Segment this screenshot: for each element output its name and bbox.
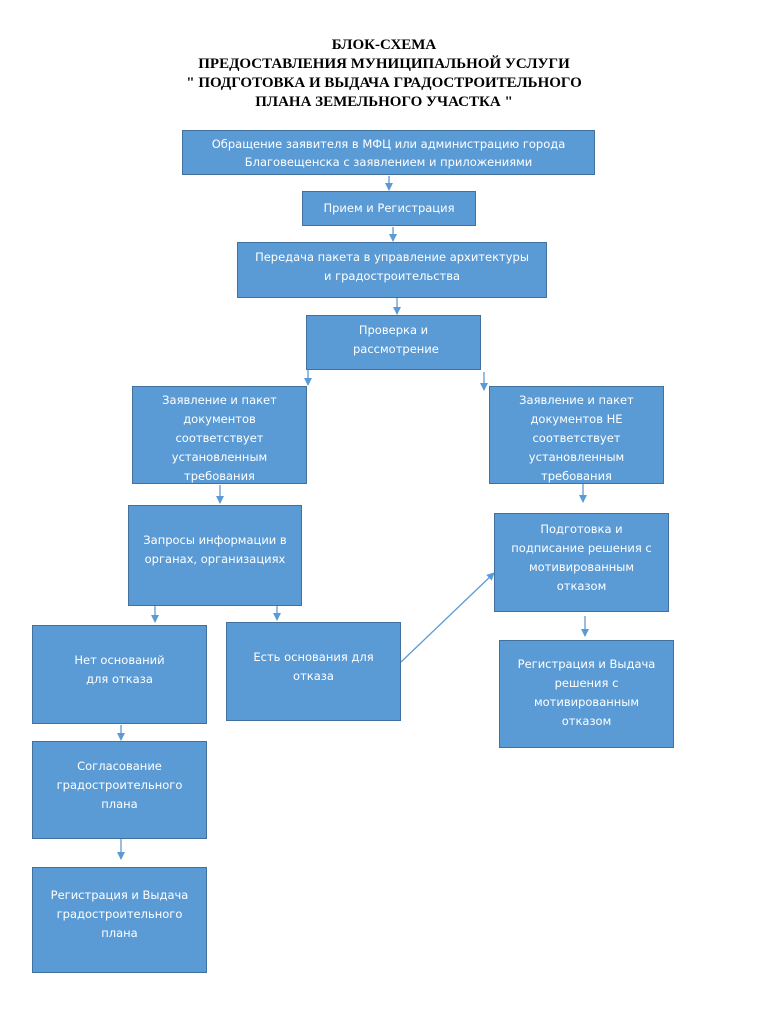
node-grounds: Есть основания для отказа: [226, 622, 401, 721]
node-review: Проверка и рассмотрение: [306, 315, 481, 370]
node-registration: Прием и Регистрация: [302, 191, 476, 226]
node-issue-plan: Регистрация и Выдача градостроительного …: [32, 867, 207, 973]
title-line-1: БЛОК-СХЕМА: [331, 37, 437, 53]
node-appeal: Обращение заявителя в МФЦ или администра…: [182, 130, 595, 175]
title-line-2: ПРЕДОСТАВЛЕНИЯ МУНИЦИПАЛЬНОЙ УСЛУГИ: [198, 56, 570, 72]
node-prepare-refusal: Подготовка и подписание решения с мотиви…: [494, 513, 669, 612]
arrow-grounds-prepare: [400, 572, 495, 663]
node-issue-refusal: Регистрация и Выдача решения с мотивиров…: [499, 640, 674, 748]
node-noncompliant: Заявление и пакет документов НЕ соответс…: [489, 386, 664, 484]
title-line-4: ПЛАНА ЗЕМЕЛЬНОГО УЧАСТКА ": [255, 94, 513, 110]
node-no-grounds: Нет оснований для отказа: [32, 625, 207, 724]
node-transfer: Передача пакета в управление архитектуры…: [237, 242, 547, 298]
node-compliant: Заявление и пакет документов соответству…: [132, 386, 307, 484]
diagram-title: БЛОК-СХЕМА ПРЕДОСТАВЛЕНИЯ МУНИЦИПАЛЬНОЙ …: [0, 36, 768, 112]
node-approval: Согласование градостроительного плана: [32, 741, 207, 839]
node-requests: Запросы информации в органах, организаци…: [128, 505, 302, 606]
title-line-3: " ПОДГОТОВКА И ВЫДАЧА ГРАДОСТРОИТЕЛЬНОГО: [186, 75, 582, 91]
